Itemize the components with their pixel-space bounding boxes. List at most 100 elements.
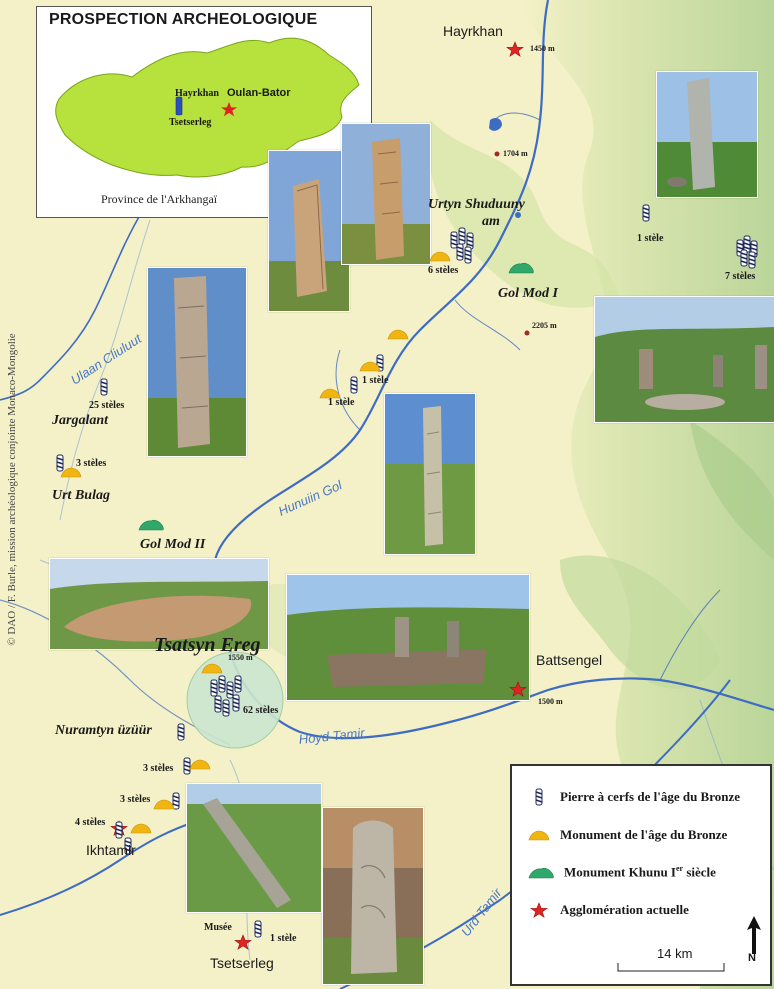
count-east-1: 1 stèle xyxy=(637,233,664,244)
legend-label-town: Agglomération actuelle xyxy=(560,902,689,917)
deer-stone-icon xyxy=(218,675,226,693)
legend-row-khunu: Monument Khunu Ier siècle xyxy=(528,861,716,883)
label-urtyn-1: Urtyn Shuduuny xyxy=(428,197,525,212)
photo-museum-stone xyxy=(322,807,424,985)
deer-stone-icon xyxy=(172,792,180,810)
photo-deer-stone-1 xyxy=(268,150,350,312)
deer-stone-icon xyxy=(350,376,358,394)
legend-label-khunu: Monument Khunu Ier siècle xyxy=(564,864,716,880)
town-star-icon xyxy=(506,41,524,57)
label-ikhtamir: Ikhtamir xyxy=(86,842,136,858)
deer-stone-icon xyxy=(177,723,185,741)
town-star-icon xyxy=(509,681,527,697)
scale-label: 14 km xyxy=(657,946,693,961)
legend-row-deer-stone: Pierre à cerfs de l'âge du Bronze xyxy=(528,786,740,808)
north-label: N xyxy=(748,952,756,964)
photo-tsatsyn-slab xyxy=(49,558,269,650)
deer-stone-icon xyxy=(210,679,218,697)
deer-stone-icon xyxy=(464,246,472,264)
khunu-monument-icon xyxy=(508,262,534,274)
inset-title: PROSPECTION ARCHEOLOGIQUE xyxy=(49,11,318,28)
khunu-monument-icon xyxy=(528,867,554,879)
north-arrow-icon xyxy=(747,916,761,954)
deer-stone-icon xyxy=(450,231,458,249)
count-ikhtamir: 4 stèles xyxy=(75,817,106,828)
altitude-1704: 1704 m xyxy=(503,149,528,158)
bronze-monument-icon xyxy=(528,830,550,841)
count-center-1a: 1 stèle xyxy=(362,375,389,386)
altitude-hayrkhan: 1450 m xyxy=(530,44,555,53)
photo-stone-row xyxy=(286,574,530,701)
label-urt-bulag: Urt Bulag xyxy=(52,488,110,503)
legend-khunu-sup: er xyxy=(675,863,684,873)
khunu-monument-icon xyxy=(138,519,164,531)
legend-row-bronze: Monument de l'âge du Bronze xyxy=(528,824,727,846)
deer-stone-icon xyxy=(214,695,222,713)
legend-row-town: Agglomération actuelle xyxy=(528,899,689,921)
photo-fallen-stone xyxy=(186,783,322,913)
deer-stone-icon xyxy=(740,249,748,267)
label-nuramtyn: Nuramtyn üzüür xyxy=(55,723,152,738)
count-south-3b: 3 stèles xyxy=(120,794,151,805)
legend-khunu-prefix: Monument Khunu I xyxy=(564,864,676,880)
count-east-7: 7 stèles xyxy=(725,271,756,282)
label-urtyn-2: am xyxy=(482,214,500,229)
town-star-icon xyxy=(234,934,252,950)
deer-stone-icon xyxy=(183,757,191,775)
photo-deer-stone-2 xyxy=(341,123,431,265)
altitude-battsengel: 1500 m xyxy=(538,697,563,706)
arkhangai-marker xyxy=(175,96,183,116)
altitude-2205: 2205 m xyxy=(532,321,557,330)
bronze-monument-icon xyxy=(429,251,451,262)
bronze-monument-icon xyxy=(201,663,223,674)
photo-deer-stone-3 xyxy=(147,267,247,457)
count-south-3a: 3 stèles xyxy=(143,763,174,774)
label-gol-mod-1: Gol Mod I xyxy=(498,286,558,301)
deer-stone-icon xyxy=(232,694,240,712)
label-hayrkhan: Hayrkhan xyxy=(443,23,503,39)
count-jargalant: 25 stèles xyxy=(89,400,125,411)
inset-subtitle: Province de l'Arkhangaï xyxy=(101,192,218,206)
deer-stone-icon xyxy=(226,681,234,699)
deer-stone-icon xyxy=(254,920,262,938)
map-legend: Pierre à cerfs de l'âge du Bronze Monume… xyxy=(510,764,772,986)
deer-stone-icon xyxy=(535,788,543,806)
label-tsetserleg: Tsetserleg xyxy=(210,955,274,971)
bronze-monument-icon xyxy=(387,329,409,340)
mongolia-outline xyxy=(55,37,360,178)
deer-stone-icon xyxy=(100,378,108,396)
inset-label-capital: Oulan-Bator xyxy=(227,87,291,99)
photo-deer-stone-4 xyxy=(656,71,758,198)
deer-stone-icon xyxy=(115,821,123,839)
count-urtyn: 6 stèles xyxy=(428,265,459,276)
town-star-icon xyxy=(530,902,548,918)
photo-site-panorama xyxy=(594,296,774,423)
count-musee: 1 stèle xyxy=(270,933,297,944)
count-tsatsyn: 62 stèles xyxy=(243,705,279,716)
deer-stone-icon xyxy=(456,243,464,261)
legend-label-bronze: Monument de l'âge du Bronze xyxy=(560,827,728,842)
deer-stone-icon xyxy=(748,251,756,269)
label-tsatsyn-ereg: Tsatsyn Ereg xyxy=(154,634,261,656)
bronze-monument-icon xyxy=(189,759,211,770)
deer-stone-icon xyxy=(458,227,466,245)
bronze-monument-icon xyxy=(60,467,82,478)
lake-shape xyxy=(489,117,502,131)
legend-khunu-suffix: siècle xyxy=(683,864,716,880)
label-gol-mod-2: Gol Mod II xyxy=(140,537,206,552)
altitude-tsatsyn: 1550 m xyxy=(228,653,253,662)
deer-stone-icon xyxy=(234,675,242,693)
bronze-monument-icon xyxy=(130,823,152,834)
label-battsengel: Battsengel xyxy=(536,652,603,668)
inset-label-tsetserleg: Tsetserleg xyxy=(169,117,212,128)
photo-deer-stone-5 xyxy=(384,393,476,555)
deer-stone-icon xyxy=(642,204,650,222)
locator-inset: PROSPECTION ARCHEOLOGIQUE Hayrkhan Tsets… xyxy=(36,6,372,218)
inset-label-hayrkhan: Hayrkhan xyxy=(175,88,219,99)
capital-star-icon xyxy=(221,102,237,117)
label-jargalant: Jargalant xyxy=(52,413,109,428)
deer-stone-icon xyxy=(56,454,64,472)
deer-stone-icon xyxy=(222,699,230,717)
bronze-monument-icon xyxy=(153,799,175,810)
